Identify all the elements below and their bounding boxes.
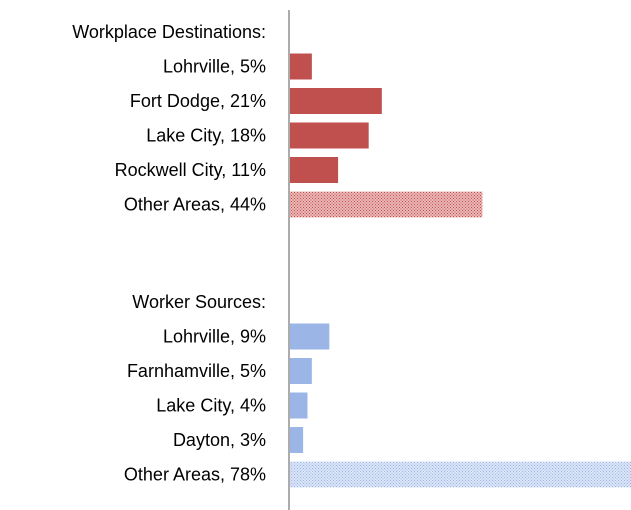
bar-workplace-destinations-1 <box>290 88 382 114</box>
category-label: Rockwell City, 11% <box>115 160 266 180</box>
category-label: Lake City, 4% <box>156 396 266 416</box>
bar-workplace-destinations-2 <box>290 122 369 149</box>
category-label: Other Areas, 44% <box>124 195 266 215</box>
category-label: Farnhamville, 5% <box>127 361 266 381</box>
bar-workplace-destinations-0 <box>290 53 312 80</box>
category-label: Lake City, 18% <box>146 126 266 146</box>
bar-workplace-destinations-4 <box>290 191 483 218</box>
bar-worker-sources-2 <box>290 392 308 419</box>
group-heading-workplace-destinations: Workplace Destinations: <box>72 22 266 42</box>
bar-worker-sources-0 <box>290 323 330 350</box>
group-heading-worker-sources: Worker Sources: <box>132 292 266 312</box>
category-label: Fort Dodge, 21% <box>130 91 266 111</box>
category-labels: Workplace Destinations: Lohrville, 5% Fort… <box>72 22 266 485</box>
bar-worker-sources-4 <box>290 461 631 488</box>
category-label: Lohrville, 9% <box>163 327 266 347</box>
bar-workplace-destinations-3 <box>290 157 339 183</box>
bar-worker-sources-3 <box>290 427 304 453</box>
category-label: Dayton, 3% <box>173 430 266 450</box>
category-label: Lohrville, 5% <box>163 57 266 77</box>
bar-worker-sources-1 <box>290 358 312 384</box>
bars <box>290 53 631 488</box>
category-label: Other Areas, 78% <box>124 465 266 485</box>
